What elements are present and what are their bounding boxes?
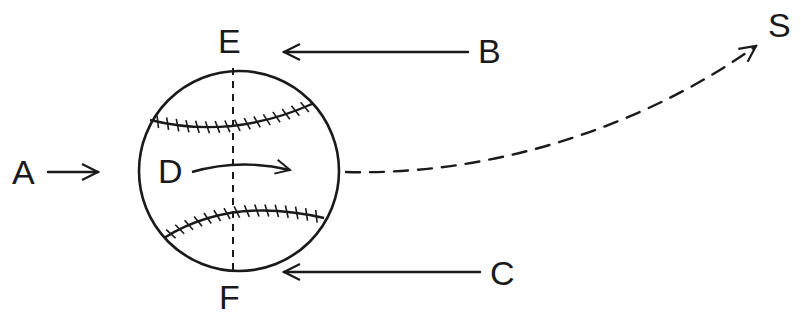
stitch — [214, 210, 221, 221]
point-label: F — [219, 280, 240, 314]
stitch — [225, 121, 230, 133]
stitch — [205, 121, 209, 133]
airflow-arrow — [284, 51, 468, 53]
point-label: B — [478, 34, 501, 68]
stitch — [265, 204, 269, 216]
stitch — [176, 119, 178, 131]
stitch — [291, 106, 299, 116]
stitch — [263, 114, 270, 125]
stitch — [167, 117, 169, 130]
stitch — [316, 210, 317, 223]
stitch — [196, 121, 199, 133]
trajectory-path — [346, 46, 756, 172]
stitch — [301, 102, 309, 112]
stitch — [306, 208, 308, 221]
stitch — [185, 220, 193, 229]
stitch — [244, 118, 250, 129]
spin-axis — [232, 68, 234, 274]
stitch — [235, 120, 240, 131]
point-label: D — [158, 154, 183, 188]
stitch — [234, 206, 239, 217]
point-label: E — [218, 24, 241, 58]
point-label: S — [768, 8, 791, 42]
stitch — [175, 225, 184, 234]
airflow-arrow — [284, 271, 480, 273]
ball-outline — [139, 71, 339, 271]
seam — [150, 104, 312, 127]
point-label: A — [12, 155, 35, 189]
stitch — [285, 205, 288, 217]
baseball: D — [136, 68, 342, 274]
stitch — [166, 230, 175, 238]
seam — [164, 210, 324, 238]
stitch — [244, 205, 249, 217]
stitch — [296, 207, 298, 219]
spin-arrow — [192, 164, 290, 172]
stitch — [254, 117, 260, 128]
stitch — [255, 205, 259, 217]
stitch — [194, 216, 202, 226]
stitch — [275, 205, 278, 217]
stitch — [273, 112, 280, 122]
stitch — [224, 208, 230, 219]
airflow-arrow — [48, 171, 98, 173]
point-label: C — [490, 256, 515, 290]
stitch — [186, 120, 189, 132]
stitch — [204, 213, 211, 223]
stitch — [282, 109, 290, 119]
stitch — [215, 121, 219, 133]
stitch — [157, 116, 158, 129]
